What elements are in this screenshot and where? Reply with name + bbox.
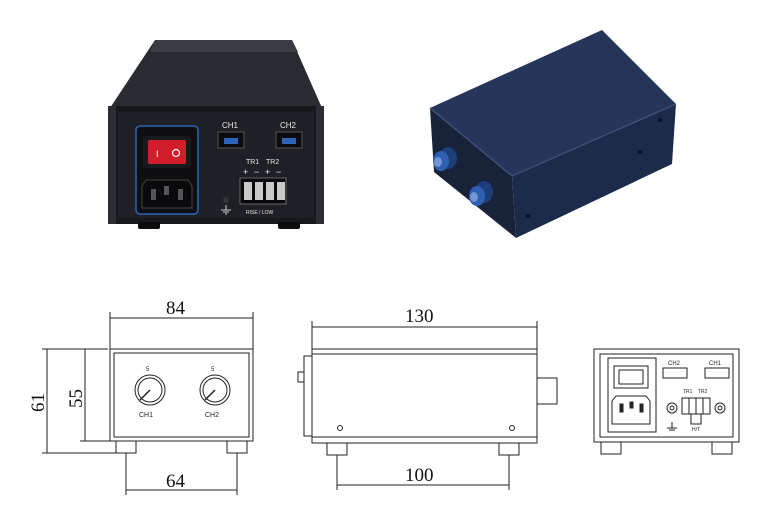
back-ch2-label: CH2 bbox=[668, 361, 681, 367]
knob-scale: 5 5 bbox=[146, 367, 215, 373]
back-tr1-label: TR1 bbox=[683, 389, 693, 395]
knob-ch1[interactable] bbox=[433, 147, 457, 171]
knob-face-drawing bbox=[42, 312, 254, 495]
terminal-screw-1 bbox=[244, 182, 252, 200]
back-terminal-caption: H/T bbox=[692, 427, 700, 433]
side-screw bbox=[509, 425, 515, 431]
drawing-knob-ch2 bbox=[199, 374, 231, 406]
back-bnc-right bbox=[714, 402, 726, 414]
dim-width-84: 84 bbox=[166, 298, 186, 319]
back-foot-left bbox=[600, 441, 622, 455]
socket-pin-n bbox=[178, 189, 183, 200]
knob-panel-outline bbox=[109, 348, 254, 442]
socket-pin-e bbox=[164, 186, 169, 195]
case-top-highlight bbox=[150, 40, 298, 52]
ground-icon bbox=[221, 205, 231, 215]
back-ch1-connector bbox=[704, 367, 730, 379]
scale-tick-5: 5 bbox=[146, 367, 150, 373]
foot-right bbox=[278, 222, 300, 229]
case-side bbox=[512, 104, 676, 238]
dim-height-55: 55 bbox=[66, 389, 87, 408]
side-outline bbox=[311, 348, 538, 444]
case-screw bbox=[658, 118, 662, 122]
ch1-connector-latch bbox=[224, 138, 238, 144]
terminal-screw-3 bbox=[266, 182, 274, 200]
side-drawing bbox=[297, 321, 558, 490]
terminal-screw-2 bbox=[255, 182, 263, 200]
foot-right bbox=[226, 440, 248, 454]
back-switch bbox=[613, 365, 649, 389]
terminal-caption: RISE / LOW bbox=[246, 210, 274, 216]
back-tr2-label: TR2 bbox=[698, 389, 708, 395]
case-edge-front bbox=[429, 107, 513, 177]
foot-left bbox=[115, 440, 137, 454]
switch-o-glyph bbox=[171, 148, 181, 158]
case-screw bbox=[526, 214, 530, 218]
socket-pin-l bbox=[151, 189, 156, 200]
foot-left bbox=[138, 222, 160, 229]
front-ch1-label: CH1 bbox=[222, 121, 239, 130]
angled-photo bbox=[429, 30, 677, 238]
knob-ch2[interactable] bbox=[469, 181, 493, 206]
back-ch2-connector bbox=[662, 367, 688, 379]
side-foot-left bbox=[326, 442, 348, 456]
dim-foot-span-64: 64 bbox=[166, 471, 186, 492]
right-edge bbox=[316, 106, 324, 224]
ch2-connector-latch bbox=[282, 138, 296, 144]
back-ground-icon bbox=[667, 422, 677, 431]
back-drawing bbox=[593, 348, 740, 455]
case-screw bbox=[638, 150, 642, 154]
back-bnc-left bbox=[666, 402, 678, 414]
dim-foot-length-100: 100 bbox=[405, 465, 434, 486]
back-socket bbox=[611, 395, 651, 425]
terminal-sign-2: − bbox=[254, 167, 259, 177]
terminal-sign-4: − bbox=[276, 167, 281, 177]
front-tr2-label: TR2 bbox=[266, 159, 279, 166]
front-photo: I CH1 CH2 TR1 TR2 + − + − RISE / LOW bbox=[108, 40, 324, 229]
knob-stub bbox=[297, 371, 305, 383]
case-edge bbox=[511, 103, 677, 177]
front-tr1-label: TR1 bbox=[246, 159, 259, 166]
back-foot-right bbox=[711, 441, 733, 455]
drawing-ch2-label: CH2 bbox=[205, 412, 219, 419]
back-power-module bbox=[607, 357, 657, 433]
case-top bbox=[110, 40, 322, 108]
front-panel-edge bbox=[303, 355, 313, 437]
case-top bbox=[430, 30, 676, 176]
switch-i-glyph: I bbox=[156, 149, 159, 159]
left-edge bbox=[108, 106, 116, 224]
back-ch1-label: CH1 bbox=[709, 361, 722, 367]
side-foot-right bbox=[498, 442, 520, 456]
terminal-sign-1: + bbox=[243, 167, 248, 177]
drawing-ch1-label: CH1 bbox=[139, 412, 153, 419]
dim-length-130: 130 bbox=[405, 306, 434, 327]
scale-tick-5: 5 bbox=[211, 367, 215, 373]
rear-connector bbox=[536, 377, 558, 405]
drawing-knob-ch1 bbox=[134, 374, 166, 406]
ground-screw bbox=[223, 197, 229, 203]
side-screw bbox=[337, 425, 343, 431]
terminal-sign-3: + bbox=[265, 167, 270, 177]
front-ch2-label: CH2 bbox=[280, 121, 297, 130]
dim-height-61: 61 bbox=[28, 393, 49, 412]
knob-panel-inner bbox=[113, 352, 250, 438]
power-switch[interactable] bbox=[148, 140, 186, 164]
terminal-screw-4 bbox=[277, 182, 285, 200]
case-front bbox=[430, 108, 516, 238]
